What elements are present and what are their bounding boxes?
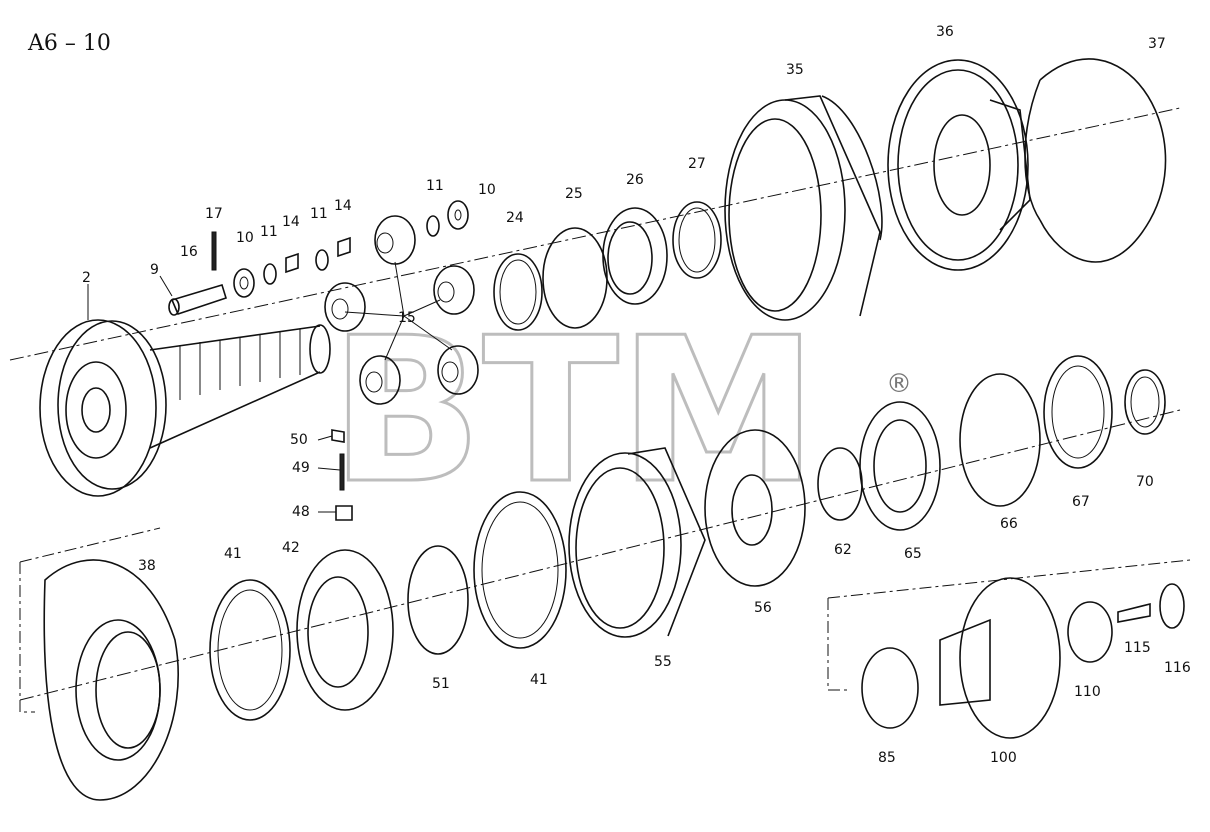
label-14a: 14 (282, 214, 300, 230)
label-27: 27 (688, 156, 706, 172)
label-42: 42 (282, 540, 300, 556)
label-38: 38 (138, 558, 156, 574)
label-62: 62 (834, 542, 852, 558)
diagram-title: A6 – 10 (27, 31, 111, 56)
watermark: BTM ® (329, 294, 913, 530)
label-9: 9 (150, 262, 159, 278)
label-10b: 10 (478, 182, 496, 198)
part-10-11-washers-top (426, 200, 469, 237)
label-110: 110 (1074, 684, 1101, 700)
label-25: 25 (565, 186, 583, 202)
label-10a: 10 (236, 230, 254, 246)
label-17: 17 (205, 206, 223, 222)
label-116: 116 (1164, 660, 1191, 676)
label-14b: 14 (334, 198, 352, 214)
lower-gear-train (209, 429, 806, 721)
label-11b: 11 (310, 206, 328, 222)
label-56: 56 (754, 600, 772, 616)
label-66: 66 (1000, 516, 1018, 532)
part-9-pin (168, 284, 227, 316)
label-115: 115 (1124, 640, 1151, 656)
label-50: 50 (290, 432, 308, 448)
label-35: 35 (786, 62, 804, 78)
label-41b: 41 (530, 672, 548, 688)
part-37-snap-ring (1024, 58, 1167, 263)
label-65: 65 (904, 546, 922, 562)
label-2: 2 (82, 270, 91, 286)
label-36: 36 (936, 24, 954, 40)
label-70: 70 (1136, 474, 1154, 490)
label-11c: 11 (426, 178, 444, 194)
watermark-text: BTM (330, 295, 818, 528)
part-2-flange-shaft (39, 319, 331, 497)
part-15-planet-gears (324, 215, 479, 405)
label-85: 85 (878, 750, 896, 766)
rings-24-27 (493, 201, 722, 331)
part-35-ring-gear (724, 95, 883, 321)
label-49: 49 (292, 460, 310, 476)
label-67: 67 (1072, 494, 1090, 510)
label-15: 15 (398, 310, 416, 326)
label-24: 24 (506, 210, 524, 226)
registered-mark: ® (886, 369, 912, 399)
label-37: 37 (1148, 36, 1166, 52)
small-parts-row (211, 231, 351, 298)
right-rings-62-70 (817, 355, 1166, 531)
label-41a: 41 (224, 546, 242, 562)
label-16: 16 (180, 244, 198, 260)
label-11a: 11 (260, 224, 278, 240)
part-36-gear (887, 59, 1031, 271)
part-labels: 2 9 16 17 10 11 14 11 14 11 10 15 24 25 … (82, 24, 1191, 766)
label-26: 26 (626, 172, 644, 188)
assembly-axes (9, 107, 1191, 713)
label-48: 48 (292, 504, 310, 520)
output-flange-group (861, 577, 1185, 739)
leader-lines (87, 261, 453, 513)
part-38-cover-plate (43, 559, 179, 801)
parts-48-50 (331, 429, 353, 521)
label-100: 100 (990, 750, 1017, 766)
label-51: 51 (432, 676, 450, 692)
label-55: 55 (654, 654, 672, 670)
